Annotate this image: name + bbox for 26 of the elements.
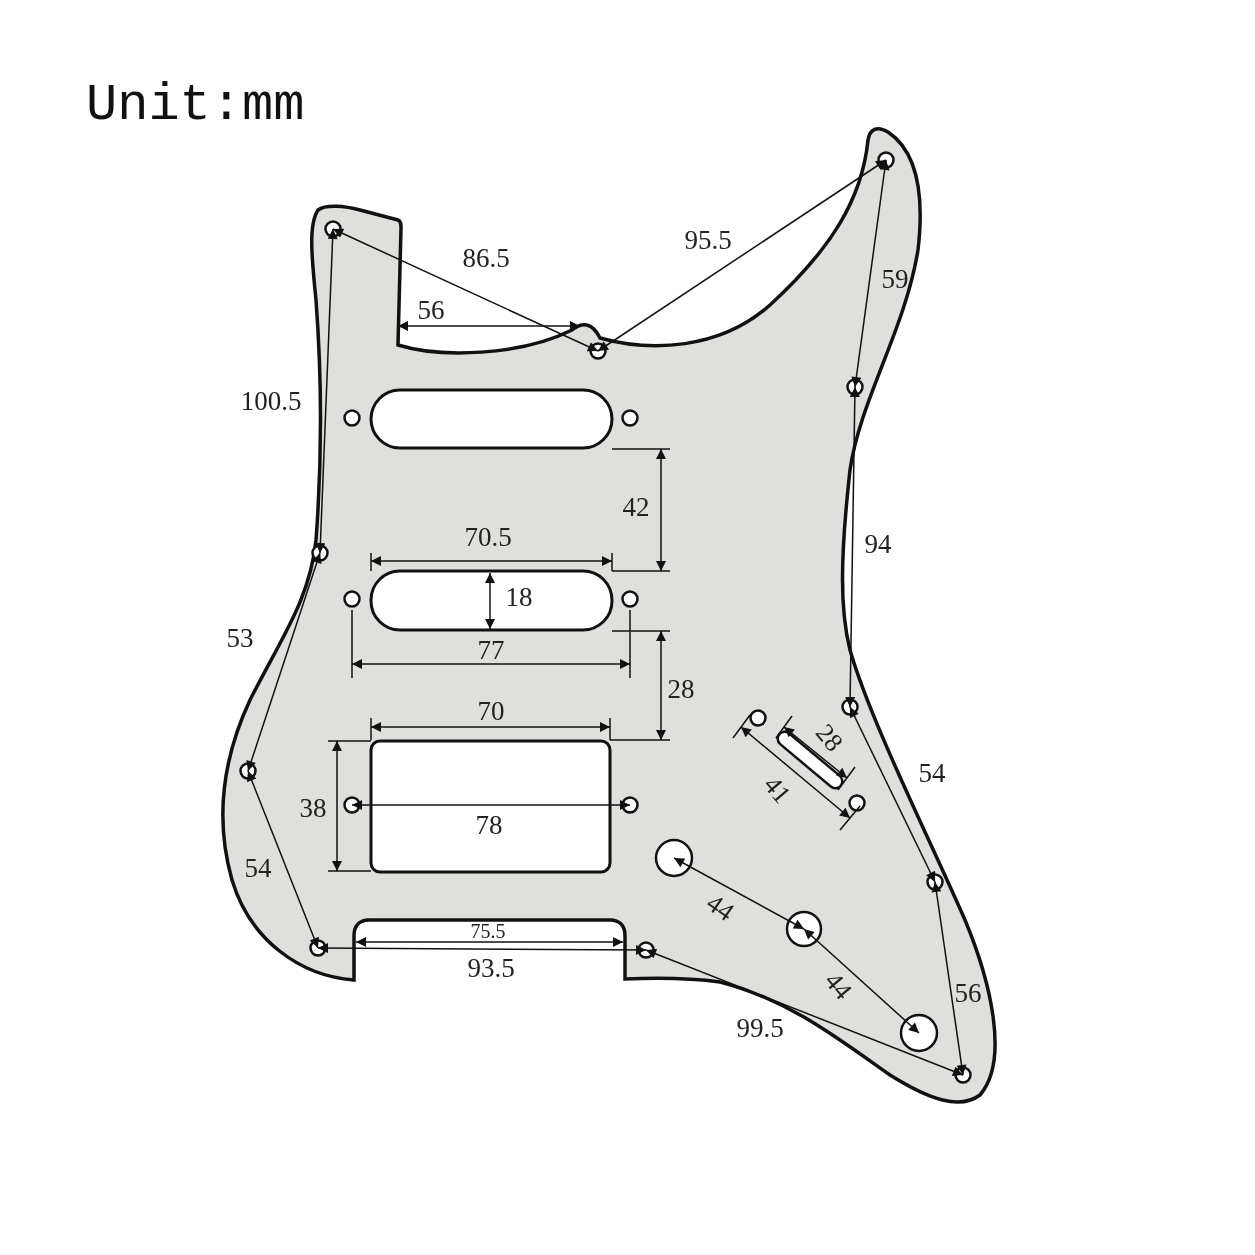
dimension-label: 53 (226, 624, 254, 652)
dimension-label: 77 (477, 636, 505, 664)
unit-heading: Unit:mm (86, 80, 305, 132)
dimension-label: 70 (477, 697, 505, 725)
dimension-label: 56 (417, 296, 445, 324)
dimension-label: 100.5 (240, 387, 302, 415)
dimension-label: 70.5 (464, 523, 512, 551)
dimension-label: 44 (819, 967, 857, 1005)
dimension-label: 28 (810, 719, 848, 757)
dimension-label: 75.5 (470, 921, 506, 941)
dimension-label: 56 (954, 979, 982, 1007)
dimension-label: 94 (864, 530, 892, 558)
dimension-label: 44 (701, 889, 739, 927)
dimension-label: 38 (299, 794, 327, 822)
dimension-label: 42 (622, 493, 650, 521)
dimension-label: 93.5 (467, 954, 515, 982)
dimension-label: 41 (758, 771, 796, 809)
dimension-label: 59 (881, 265, 909, 293)
dimension-label: 54 (918, 759, 946, 787)
dimension-label: 28 (667, 675, 695, 703)
dimension-label: 54 (244, 854, 272, 882)
dimension-label: 18 (505, 583, 533, 611)
dimension-label: 99.5 (736, 1014, 784, 1042)
dimension-label: 95.5 (684, 226, 732, 254)
dimension-label: 86.5 (462, 244, 510, 272)
dimension-label: 78 (475, 811, 503, 839)
